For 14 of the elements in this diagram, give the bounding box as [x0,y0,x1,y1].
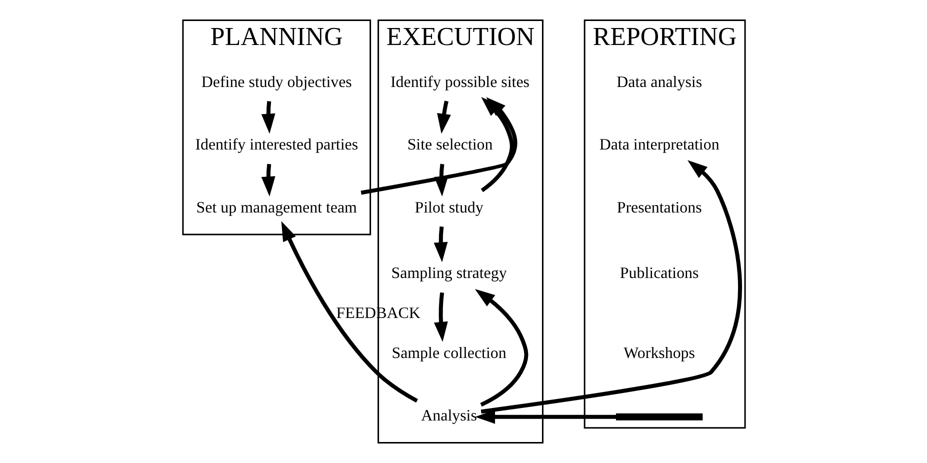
node-text: Workshops [623,344,694,362]
node-text: Sample collection [391,344,506,362]
node-text: Presentations [616,199,702,216]
node-text: Data interpretation [598,136,719,154]
node-text: Sampling strategy [390,265,506,282]
node-text: Identify interested parties [194,136,358,154]
node-text: Define study objectives [200,74,352,91]
node-text: Site selection [406,136,492,154]
node-text: Data analysis [616,74,702,91]
node-text: Identify possible sites [390,74,530,91]
node-text: Analysis [420,408,476,425]
node-text: Publications [619,265,698,282]
node-text: Pilot study [414,199,483,216]
node-text: Set up management team [196,199,356,216]
